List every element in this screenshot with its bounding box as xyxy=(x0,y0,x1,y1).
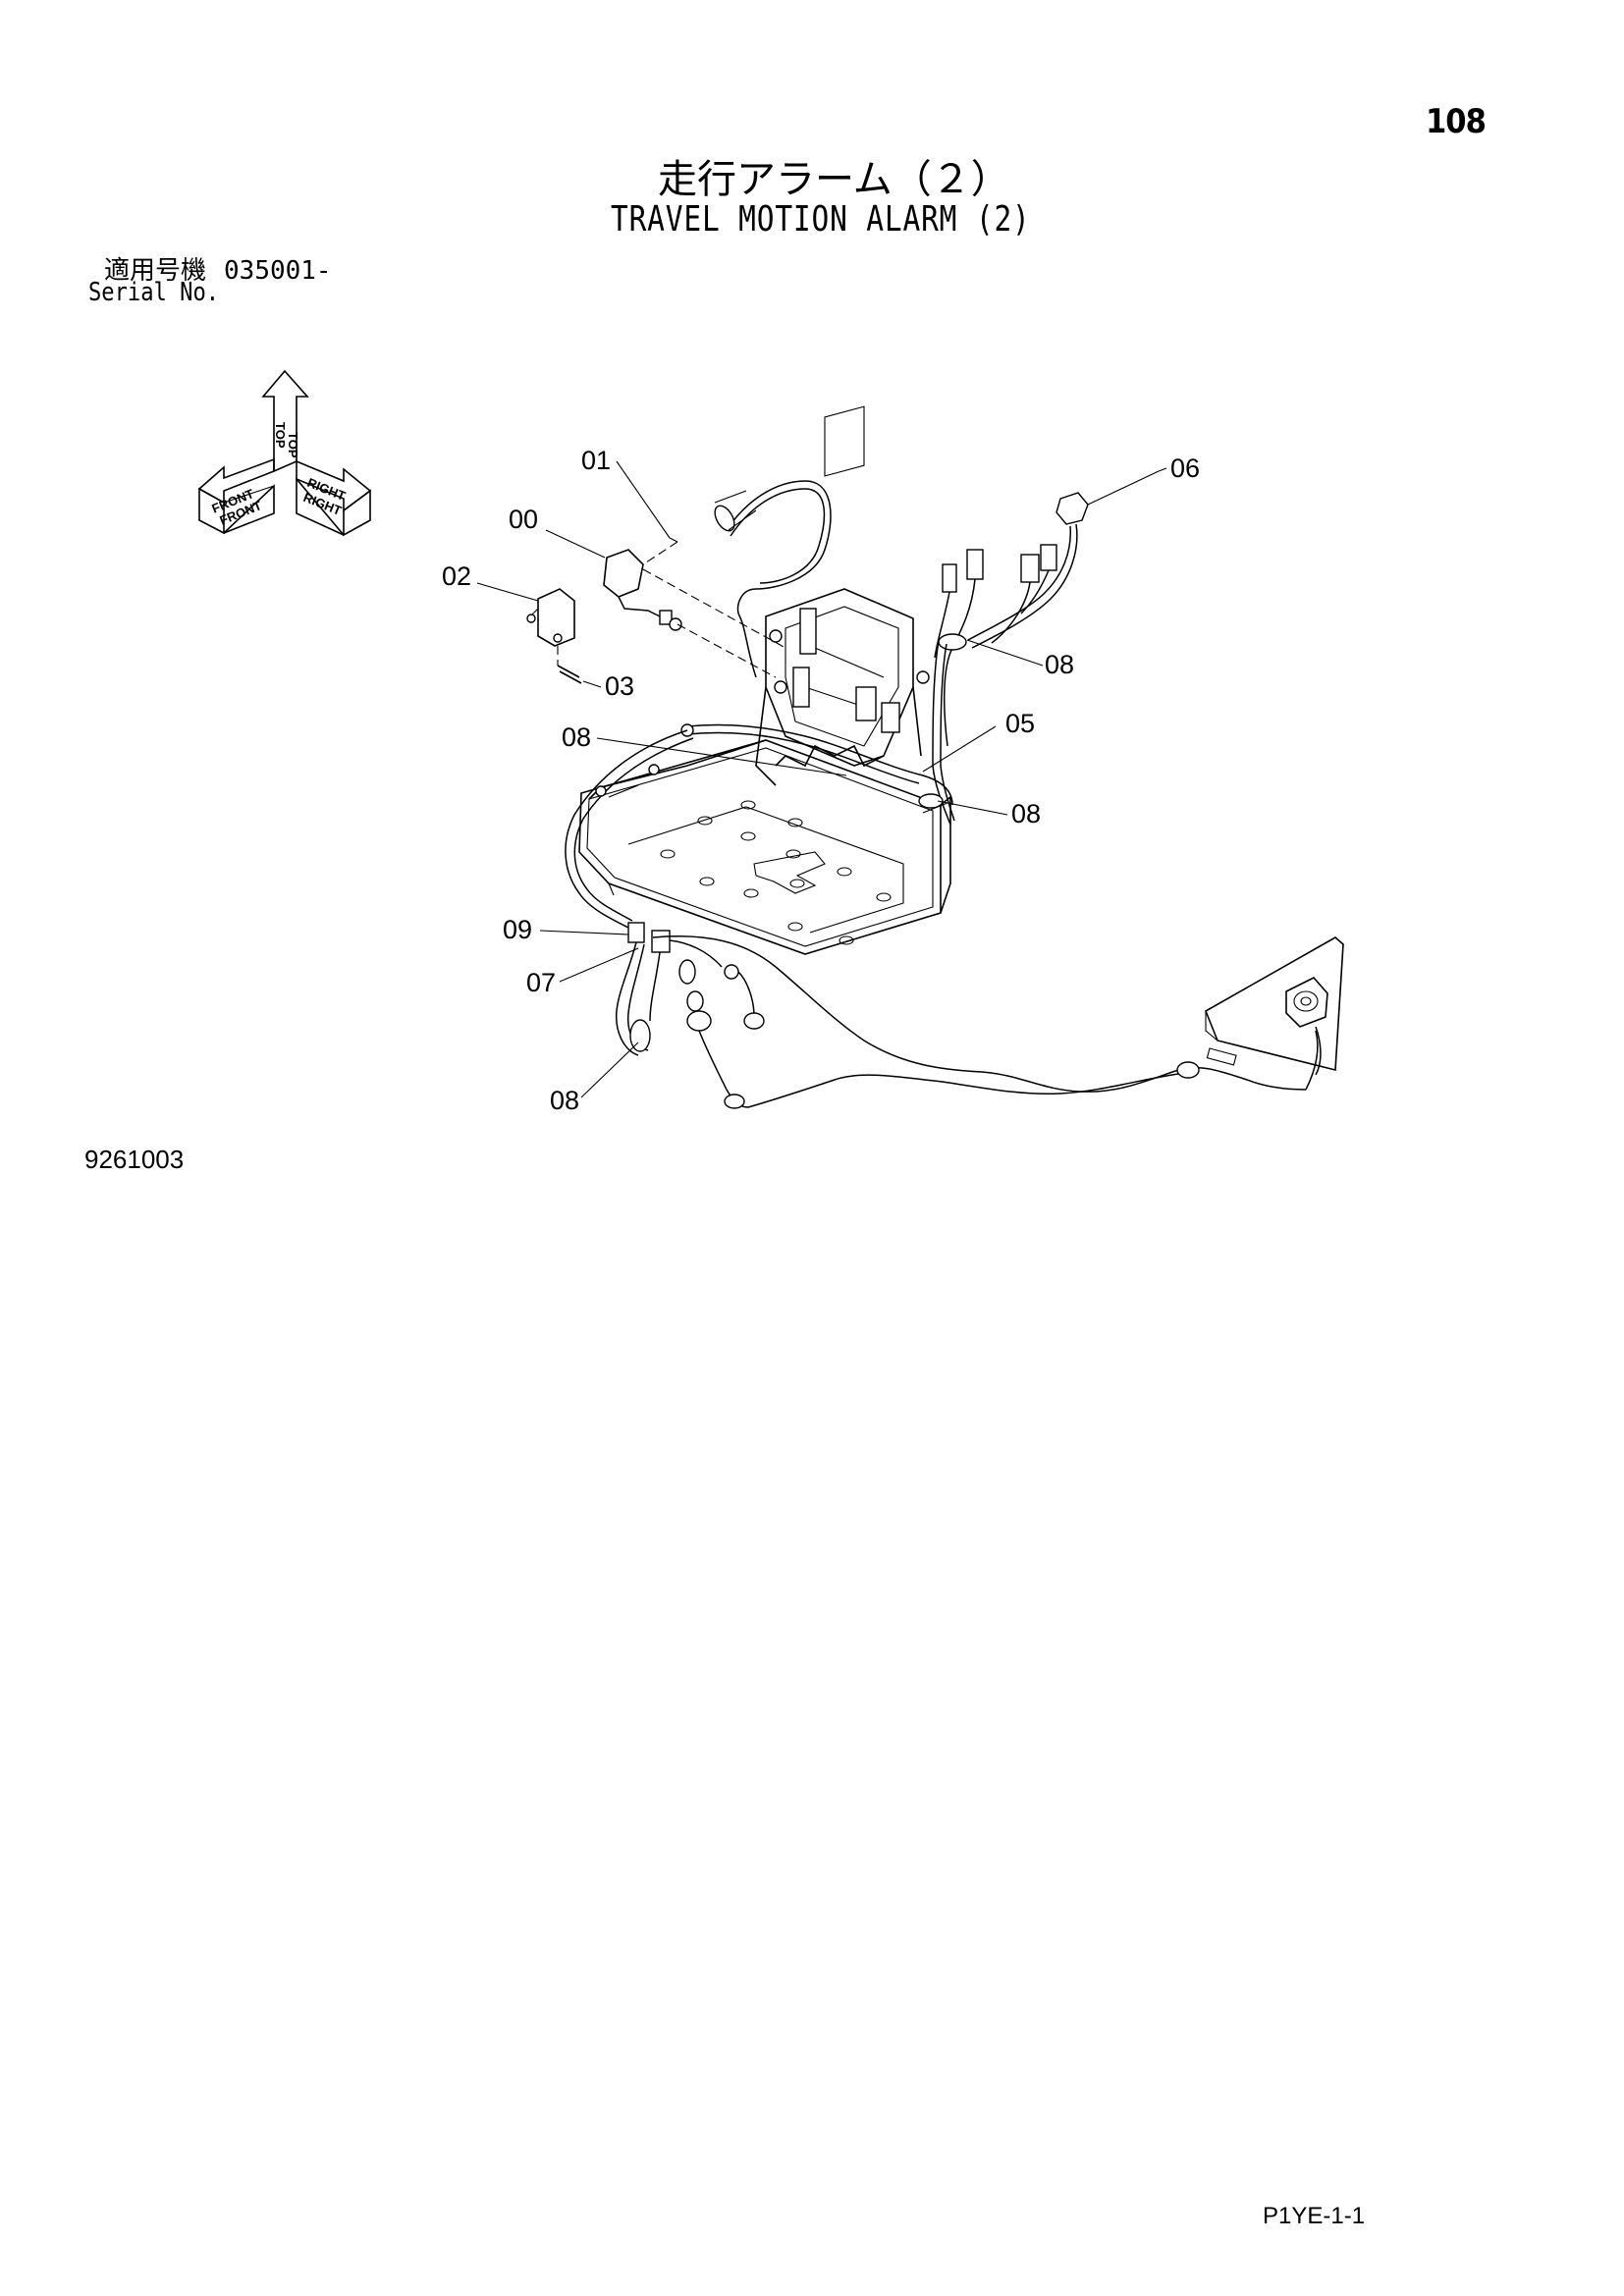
callout-08-upper-right: 08 xyxy=(1045,650,1074,679)
serial-value: 035001- xyxy=(224,256,332,286)
base-plate xyxy=(578,739,951,955)
orientation-label-top-shadow: TOP xyxy=(286,432,300,458)
parts-diagram: TOP TOP FRONT FRONT RIGHT RIGHT xyxy=(197,369,1344,1115)
callout-06: 06 xyxy=(1170,454,1200,483)
serial-line-japanese: 適用号機 035001- xyxy=(104,250,332,287)
leader-lines xyxy=(476,460,1167,1098)
callout-08-bottom: 08 xyxy=(550,1086,579,1115)
footer-code: P1YE-1-1 xyxy=(1263,2203,1366,2229)
title-english: TRAVEL MOTION ALARM (2) xyxy=(611,199,1031,240)
mounting-holes xyxy=(660,800,892,945)
title-japanese: 走行アラーム（２） xyxy=(658,157,1010,202)
alarm-assembly xyxy=(526,537,786,684)
callout-08-right: 08 xyxy=(1011,799,1041,828)
callout-02: 02 xyxy=(442,561,471,591)
harness-to-horn xyxy=(652,935,1319,1108)
callout-05: 05 xyxy=(1005,709,1035,738)
drawing-number: 9261003 xyxy=(84,1145,185,1174)
callout-09: 09 xyxy=(503,915,532,944)
callouts: 01 00 02 03 06 08 05 08 08 09 07 08 xyxy=(442,446,1200,1115)
orientation-label-top: TOP xyxy=(273,422,288,449)
harness-upper-right xyxy=(932,470,1160,826)
harness-upper-left xyxy=(714,480,832,678)
harness-lower-left xyxy=(616,922,765,1109)
page-number: 108 xyxy=(1426,102,1487,141)
callout-03: 03 xyxy=(605,671,634,701)
serial-label-japanese: 適用号機 xyxy=(104,256,207,286)
orientation-symbol: TOP TOP FRONT FRONT RIGHT RIGHT xyxy=(197,369,372,537)
callout-07: 07 xyxy=(526,968,556,997)
harness-main xyxy=(565,723,953,929)
callout-00: 00 xyxy=(509,505,538,534)
controller-box xyxy=(755,405,930,786)
horn-bracket xyxy=(1204,936,1344,1076)
serial-label-english: Serial No. xyxy=(88,278,220,307)
callout-01: 01 xyxy=(581,446,611,475)
callout-08-left: 08 xyxy=(562,722,591,752)
